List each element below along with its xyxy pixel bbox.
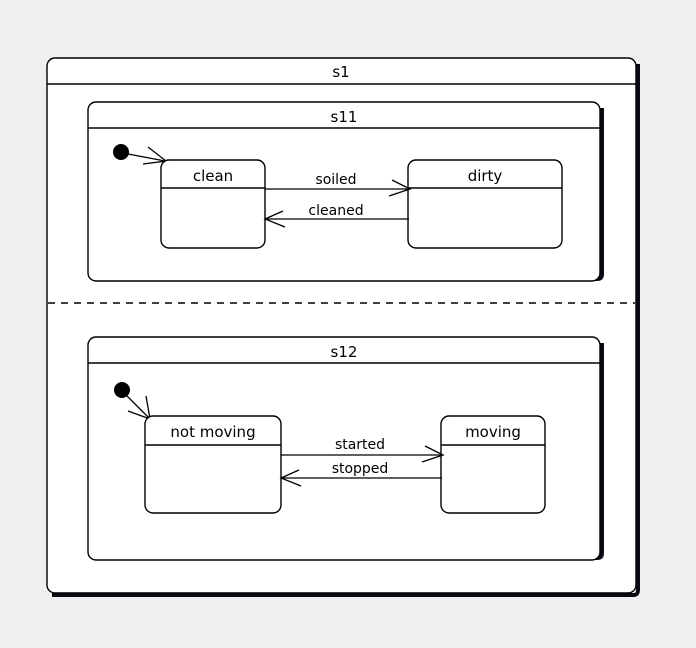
composite-state-s11[interactable]: s11 clean dirty — [87, 101, 604, 282]
s12-title: s12 — [331, 343, 358, 361]
dirty-border — [407, 159, 563, 249]
composite-state-s12[interactable]: s12 not moving moving — [87, 336, 604, 561]
cleaned-label: cleaned — [308, 203, 363, 219]
transition-cleaned[interactable]: cleaned — [263, 203, 409, 228]
moving-body — [441, 416, 545, 513]
state-moving[interactable]: moving — [440, 415, 546, 514]
s11-title: s11 — [331, 108, 358, 126]
arrowhead-cleaned — [263, 210, 286, 228]
not-moving-body — [145, 416, 281, 513]
moving-label: moving — [465, 423, 521, 441]
arrowhead-started — [421, 445, 445, 463]
not-moving-label: not moving — [170, 423, 255, 441]
stopped-label: stopped — [332, 461, 389, 477]
s11-border — [87, 101, 601, 282]
moving-border — [440, 415, 546, 514]
not-moving-border — [144, 415, 282, 514]
dirty-label: dirty — [468, 167, 503, 185]
dirty-body — [408, 160, 562, 248]
state-clean[interactable]: clean — [160, 159, 266, 249]
started-label: started — [335, 437, 385, 453]
s1-border — [46, 57, 637, 594]
arrowhead-stopped — [279, 469, 302, 487]
initial-state-s12[interactable] — [114, 382, 130, 398]
state-dirty[interactable]: dirty — [407, 159, 563, 249]
soiled-label: soiled — [315, 172, 356, 188]
clean-body — [161, 160, 265, 248]
clean-label: clean — [193, 167, 233, 185]
transition-stopped[interactable]: stopped — [279, 461, 442, 487]
state-not-moving[interactable]: not moving — [144, 415, 282, 514]
s1-title: s1 — [332, 63, 349, 81]
transition-soiled[interactable]: soiled — [265, 172, 412, 197]
clean-border — [160, 159, 266, 249]
transition-started[interactable]: started — [281, 437, 445, 463]
arrowhead-soiled — [388, 179, 412, 197]
initial-state-s11[interactable] — [113, 144, 129, 160]
s12-border — [87, 336, 601, 561]
